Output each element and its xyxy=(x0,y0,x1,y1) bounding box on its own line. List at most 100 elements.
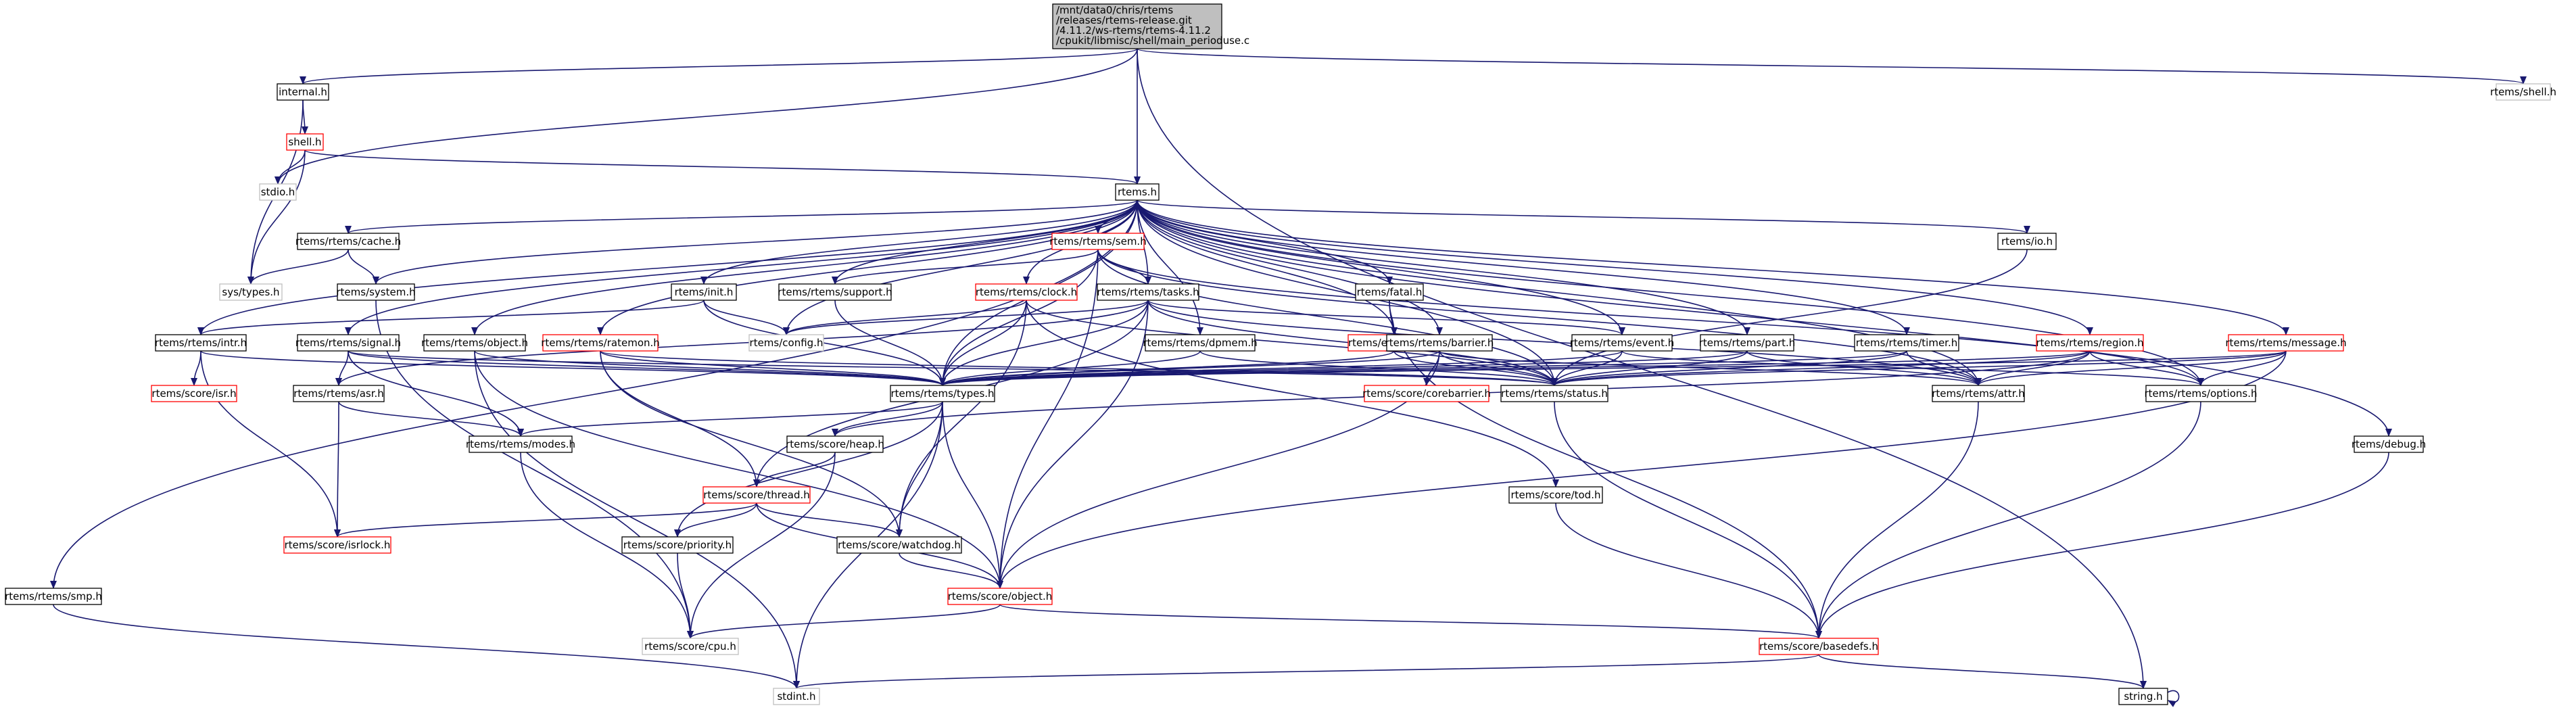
node-smp-h[interactable]: rtems/rtems/smp.h xyxy=(5,588,102,605)
node-debug-h[interactable]: rtems/debug.h xyxy=(2352,435,2426,453)
edge-rtems_h-to-fatal_h xyxy=(1137,199,1393,285)
node-box xyxy=(773,688,820,705)
edge-tod_h-to-basedefs_h xyxy=(1555,502,1822,639)
node-options-h[interactable]: rtems/rtems/options.h xyxy=(2144,385,2258,402)
node-box xyxy=(155,334,247,352)
edge-clock_h-to-types_h xyxy=(939,300,1027,386)
node-label: /mnt/data0/chris/rtems xyxy=(1056,4,1173,16)
node-heap-h[interactable]: rtems/score/heap.h xyxy=(786,435,884,453)
node-string-h[interactable]: string.h xyxy=(2118,688,2168,705)
node-priority-h[interactable]: rtems/score/priority.h xyxy=(621,536,734,554)
node-thread-h[interactable]: rtems/score/thread.h xyxy=(702,486,811,504)
node-box xyxy=(283,536,391,554)
node-attr-h[interactable]: rtems/rtems/attr.h xyxy=(1932,385,2025,402)
node-watchdog-h[interactable]: rtems/score/watchdog.h xyxy=(836,536,962,554)
node-ratemon-h[interactable]: rtems/rtems/ratemon.h xyxy=(541,334,660,352)
edge-types_h-to-watchdog_h xyxy=(896,401,943,538)
node-sem-h[interactable]: rtems/rtems/sem.h xyxy=(1049,233,1147,250)
node-stdio-h[interactable]: stdio.h xyxy=(259,183,297,201)
node-label: rtems/rtems/message.h xyxy=(2225,337,2346,349)
edge-heap_h-to-thread_h xyxy=(753,452,836,488)
node-label: rtems/score/isrlock.h xyxy=(285,539,391,551)
node-corebarrier-h[interactable]: rtems/score/corebarrier.h xyxy=(1362,385,1491,402)
edge-message_h-to-types_h xyxy=(939,350,2287,386)
edge-message_h-to-options_h xyxy=(2197,350,2287,386)
edge-tasks_h-to-config_h xyxy=(783,300,1149,335)
node-label: rtems/rtems/clock.h xyxy=(976,286,1077,298)
node-message-h[interactable]: rtems/rtems/message.h xyxy=(2225,334,2347,352)
node-label: rtems/rtems/event.h xyxy=(1570,337,1675,349)
node-box xyxy=(2036,334,2144,352)
node-label: rtems/rtems/dpmem.h xyxy=(1143,337,1257,349)
node-box xyxy=(1854,334,1959,352)
node-isr-h[interactable]: rtems/score/isr.h xyxy=(151,385,237,402)
node-label: rtems.h xyxy=(1118,186,1157,198)
node-object-rtems-h[interactable]: rtems/rtems/object.h xyxy=(421,334,528,352)
node-part-h[interactable]: rtems/rtems/part.h xyxy=(1699,334,1796,352)
node-box xyxy=(702,486,811,504)
node-status-h[interactable]: rtems/rtems/status.h xyxy=(1500,385,1608,402)
edge-region_h-to-status_h xyxy=(1551,350,2091,386)
node-rtems-shell-h[interactable]: rtems/shell.h xyxy=(2490,83,2556,101)
node-sys-types-h[interactable]: sys/types.h xyxy=(219,283,283,301)
node-modes-h[interactable]: rtems/rtems/modes.h xyxy=(466,435,575,453)
node-rtems-h[interactable]: rtems.h xyxy=(1115,183,1160,201)
node-timer-h[interactable]: rtems/rtems/timer.h xyxy=(1854,334,1959,352)
node-types-h[interactable]: rtems/rtems/types.h xyxy=(890,385,995,402)
node-label: rtems/score/corebarrier.h xyxy=(1362,387,1491,400)
node-label: rtems/score/watchdog.h xyxy=(838,539,961,551)
node-isrlock-h[interactable]: rtems/score/isrlock.h xyxy=(283,536,391,554)
node-box xyxy=(1364,385,1489,402)
node-label: rtems/rtems/intr.h xyxy=(155,337,247,349)
node-internal-h[interactable]: internal.h xyxy=(277,83,329,101)
node-init-h[interactable]: rtems/init.h xyxy=(671,283,737,301)
node-label: sys/types.h xyxy=(222,286,279,298)
node-signal-h[interactable]: rtems/rtems/signal.h xyxy=(295,334,401,352)
node-system-h[interactable]: rtems/system.h xyxy=(336,283,416,301)
node-cache-h[interactable]: rtems/rtems/cache.h xyxy=(295,233,401,250)
edge-init_h-to-intr_h xyxy=(197,300,705,335)
node-basedefs-h[interactable]: rtems/score/basedefs.h xyxy=(1759,638,1879,655)
edge-rtems_h-to-message_h xyxy=(1137,199,2289,335)
node-fatal-h[interactable]: rtems/fatal.h xyxy=(1355,283,1424,301)
edge-rtems_h-to-object_rtems_h xyxy=(471,199,1138,335)
node-box xyxy=(297,233,400,250)
node-clock-h[interactable]: rtems/rtems/clock.h xyxy=(975,283,1078,301)
node-asr-h[interactable]: rtems/rtems/asr.h xyxy=(293,385,385,402)
edge-root-to-internal_h xyxy=(300,48,1138,85)
node-score-object-h[interactable]: rtems/score/object.h xyxy=(947,588,1053,605)
node-tod-h[interactable]: rtems/score/tod.h xyxy=(1508,486,1603,504)
node-box xyxy=(621,536,734,554)
node-label: /releases/rtems-release.git xyxy=(1056,14,1192,26)
node-tasks-h[interactable]: rtems/rtems/tasks.h xyxy=(1097,283,1199,301)
node-support-h[interactable]: rtems/rtems/support.h xyxy=(778,283,892,301)
edges-layer xyxy=(50,48,2527,707)
node-shell-h[interactable]: shell.h xyxy=(286,133,324,151)
edge-basedefs_h-to-stdint_h xyxy=(793,654,1819,689)
node-intr-h[interactable]: rtems/rtems/intr.h xyxy=(155,334,247,352)
node-label: rtems/config.h xyxy=(750,337,824,349)
node-event-h[interactable]: rtems/rtems/event.h xyxy=(1570,334,1675,352)
node-cpu-h[interactable]: rtems/score/cpu.h xyxy=(642,638,739,655)
node-label: rtems/rtems/timer.h xyxy=(1856,337,1957,349)
edge-shell_h-to-rtems_h xyxy=(304,149,1141,185)
edge-rtems_h-to-smp_h xyxy=(50,199,1138,589)
edge-asr_h-to-modes_h xyxy=(338,401,524,437)
node-dpmem-h[interactable]: rtems/rtems/dpmem.h xyxy=(1143,334,1258,352)
node-label: rtems/rtems/cache.h xyxy=(295,235,401,247)
node-stdint-h[interactable]: stdint.h xyxy=(773,688,820,705)
node-config-h[interactable]: rtems/config.h xyxy=(748,334,824,352)
edge-rtems_h-to-region_h xyxy=(1137,199,2093,335)
edge-clock_h-to-watchdog_h xyxy=(896,300,1027,538)
node-label: rtems/fatal.h xyxy=(1357,286,1423,298)
node-box xyxy=(542,334,659,352)
node-region-h[interactable]: rtems/rtems/region.h xyxy=(2036,334,2144,352)
node-barrier-h[interactable]: rtems/rtems/barrier.h xyxy=(1385,334,1494,352)
node-io-h[interactable]: rtems/io.h xyxy=(1997,233,2057,250)
edge-smp_h-to-stdint_h xyxy=(53,604,800,689)
edge-rtems_h-to-cache_h xyxy=(345,199,1138,234)
node-label: rtems/rtems/options.h xyxy=(2144,387,2257,400)
node-root[interactable]: /mnt/data0/chris/rtems/releases/rtems-re… xyxy=(1052,3,1249,49)
edge-root-to-rtems_shell_h xyxy=(1137,48,2527,85)
edge-rtems_h-to-extension_h xyxy=(1137,199,1398,335)
